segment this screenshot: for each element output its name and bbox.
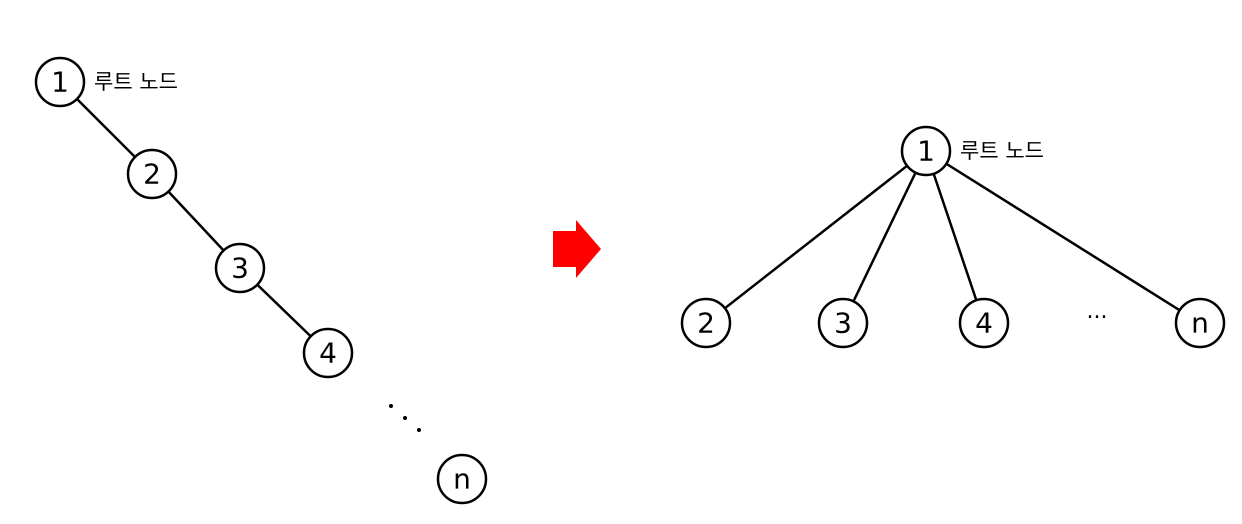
node-label: n — [1191, 307, 1209, 340]
edge-1-3 — [841, 150, 928, 324]
node-circle — [34, 56, 86, 108]
node-circle — [436, 453, 488, 505]
node-circle — [302, 327, 354, 379]
node-circle — [680, 297, 732, 349]
node-label: 1 — [51, 66, 69, 99]
node-label: 4 — [975, 307, 993, 340]
node-label: 3 — [231, 252, 249, 285]
node-label: 3 — [834, 307, 852, 340]
right-child-node-n: n — [1174, 297, 1226, 349]
node-label: n — [453, 463, 471, 496]
left-node-3: 3 — [214, 242, 266, 294]
node-circle — [214, 242, 266, 294]
ellipsis-dot — [417, 428, 421, 432]
root-node-caption: 루트 노드 — [94, 70, 178, 94]
right-child-node-3: 3 — [817, 297, 869, 349]
node-circle — [900, 125, 952, 177]
node-circle — [817, 297, 869, 349]
left-node-2: 2 — [126, 148, 178, 200]
node-circle — [1174, 297, 1226, 349]
ellipsis-dot — [389, 404, 393, 408]
node-label: 2 — [143, 158, 161, 191]
node-label: 1 — [917, 135, 935, 168]
left-node-1: 1 — [34, 56, 86, 108]
right-child-node-4: 4 — [958, 297, 1010, 349]
node-label: 4 — [319, 337, 337, 370]
left-node-4: 4 — [302, 327, 354, 379]
right-root-node: 1 — [900, 125, 952, 177]
root-node-caption: 루트 노드 — [960, 139, 1044, 163]
left-chain-tree: 1 루트 노드 2 3 4 n — [34, 56, 488, 505]
node-circle — [126, 148, 178, 200]
edge-1-n — [925, 149, 1201, 325]
node-circle — [958, 297, 1010, 349]
left-node-n: n — [436, 453, 488, 505]
diagonal-ellipsis — [389, 404, 421, 432]
edge-1-2 — [705, 150, 927, 324]
right-star-tree: 1 루트 노드 2 3 4 ··· n — [680, 125, 1226, 349]
horizontal-ellipsis: ··· — [1087, 306, 1108, 331]
ellipsis-dot — [403, 416, 407, 420]
right-child-node-2: 2 — [680, 297, 732, 349]
right-arrow-icon — [553, 220, 601, 278]
edge-1-4 — [924, 150, 986, 324]
node-label: 2 — [697, 307, 715, 340]
